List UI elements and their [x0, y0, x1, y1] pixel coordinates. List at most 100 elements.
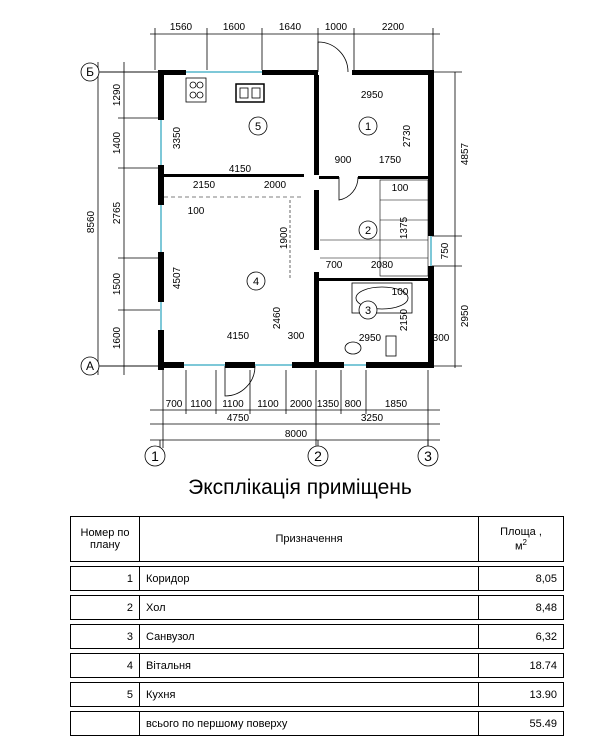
- dim-inner: 100: [188, 206, 205, 217]
- dim-inner: 2460: [272, 306, 283, 329]
- room-number: 4: [253, 276, 259, 288]
- room-4-marker: [246, 271, 266, 291]
- dim-bottom: 4750: [227, 413, 250, 424]
- dim-left: 1290: [112, 83, 123, 106]
- dim-inner: 1375: [399, 216, 410, 239]
- total-name: всього по першому поверху: [139, 711, 479, 736]
- dim-left: 2765: [112, 201, 123, 224]
- dim-left: 1500: [112, 272, 123, 295]
- dim-bottom: 700: [166, 399, 183, 410]
- row-name: Кухня: [139, 682, 479, 707]
- table-row: 1 Коридор 8,05: [70, 566, 564, 591]
- dim-bottom: 800: [345, 399, 362, 410]
- table-total-row: всього по першому поверху 55.49: [70, 711, 564, 736]
- dim-inner: 300: [433, 333, 450, 344]
- row-num: 4: [70, 653, 140, 678]
- table-header-row: Номер по плану Призначення Площа , м2: [70, 516, 564, 562]
- dim-inner: 2080: [371, 260, 394, 271]
- dim-inner: 4150: [229, 164, 252, 175]
- header-area-label: Площа ,: [500, 525, 542, 538]
- dim-inner: 300: [288, 331, 305, 342]
- dim-top: 1600: [223, 22, 246, 33]
- row-num: 3: [70, 624, 140, 649]
- dim-bottom: 1850: [385, 399, 408, 410]
- axis-row-label: Б: [86, 65, 94, 79]
- table-row: 5 Кухня 13.90: [70, 682, 564, 707]
- row-num: 1: [70, 566, 140, 591]
- floor-plan: Б А 1 2 3 5 1 2 4 3 1560 1600 1640 1000 …: [80, 22, 471, 467]
- dim-top: 1560: [170, 22, 193, 33]
- room-number: 1: [365, 121, 371, 133]
- header-area: Площа , м2: [478, 516, 564, 562]
- row-num: 5: [70, 682, 140, 707]
- dim-bottom: 3250: [361, 413, 384, 424]
- dim-inner: 2730: [402, 124, 413, 147]
- dim-bottom: 8000: [285, 429, 308, 440]
- axis-col-label: 3: [424, 448, 432, 464]
- room-5-marker: [248, 116, 268, 136]
- axis-row-a-marker: [80, 356, 100, 376]
- table-row: 2 Хол 8,48: [70, 595, 564, 620]
- header-area-unit: м: [514, 540, 523, 553]
- dim-inner: 4150: [227, 331, 250, 342]
- dim-inner: 100: [392, 183, 409, 194]
- header-area-sup: 2: [522, 537, 527, 547]
- room-number: 5: [255, 121, 261, 133]
- room-2-marker: [358, 220, 378, 240]
- dim-inner: 2000: [264, 180, 287, 191]
- table-row: 4 Вітальня 18.74: [70, 653, 564, 678]
- row-area: 8,48: [478, 595, 564, 620]
- dim-bottom: 1350: [317, 399, 340, 410]
- row-num: 2: [70, 595, 140, 620]
- dim-right: 2950: [460, 304, 471, 327]
- axis-col-label: 2: [314, 448, 322, 464]
- row-area: 18.74: [478, 653, 564, 678]
- dim-inner: 700: [326, 260, 343, 271]
- dim-top: 1000: [325, 22, 348, 33]
- dim-bottom: 1100: [222, 399, 244, 410]
- dim-inner: 1900: [279, 226, 290, 249]
- dim-top: 2200: [382, 22, 405, 33]
- dim-inner: 900: [335, 155, 352, 166]
- room-number: 2: [365, 225, 371, 237]
- row-area: 13.90: [478, 682, 564, 707]
- dim-top: 1640: [279, 22, 302, 33]
- axis-row-b-marker: [80, 62, 100, 82]
- room-3-marker: [358, 300, 378, 320]
- row-area: 8,05: [478, 566, 564, 591]
- header-num: Номер по плану: [70, 516, 140, 562]
- dim-bottom: 2000: [290, 399, 313, 410]
- dim-bottom: 1100: [257, 399, 279, 410]
- dim-inner: 3350: [172, 126, 183, 149]
- total-num: [70, 711, 140, 736]
- axis-col-2-marker: [307, 445, 329, 467]
- axis-col-3-marker: [417, 445, 439, 467]
- room-1-marker: [358, 116, 378, 136]
- table-row: 3 Санвузол 6,32: [70, 624, 564, 649]
- dim-inner: 100: [392, 287, 409, 298]
- row-area: 6,32: [478, 624, 564, 649]
- header-purpose: Призначення: [139, 516, 479, 562]
- dim-inner: 2150: [399, 308, 410, 331]
- axis-row-label: А: [86, 359, 94, 373]
- explication-table: Номер по плану Призначення Площа ,м2 1 К…: [70, 516, 564, 736]
- dim-right: 750: [440, 242, 451, 259]
- axis-col-1-marker: [144, 445, 166, 467]
- row-name: Санвузол: [139, 624, 479, 649]
- dim-inner: 2150: [193, 180, 216, 191]
- dim-inner: 2950: [361, 90, 384, 101]
- axis-col-label: 1: [151, 448, 159, 464]
- dim-right: 4857: [460, 142, 471, 165]
- dim-bottom: 1100: [190, 399, 212, 410]
- row-name: Коридор: [139, 566, 479, 591]
- dim-left: 1400: [112, 131, 123, 154]
- dim-inner: 2950: [359, 333, 382, 344]
- explication-title: Экспліка­ція приміщень: [188, 476, 412, 499]
- dim-inner: 1750: [379, 155, 402, 166]
- dim-left: 8560: [86, 210, 97, 233]
- total-area: 55.49: [478, 711, 564, 736]
- room-number: 3: [365, 305, 371, 317]
- dim-left: 1600: [112, 326, 123, 349]
- dim-inner: 4507: [172, 266, 183, 289]
- row-name: Вітальня: [139, 653, 479, 678]
